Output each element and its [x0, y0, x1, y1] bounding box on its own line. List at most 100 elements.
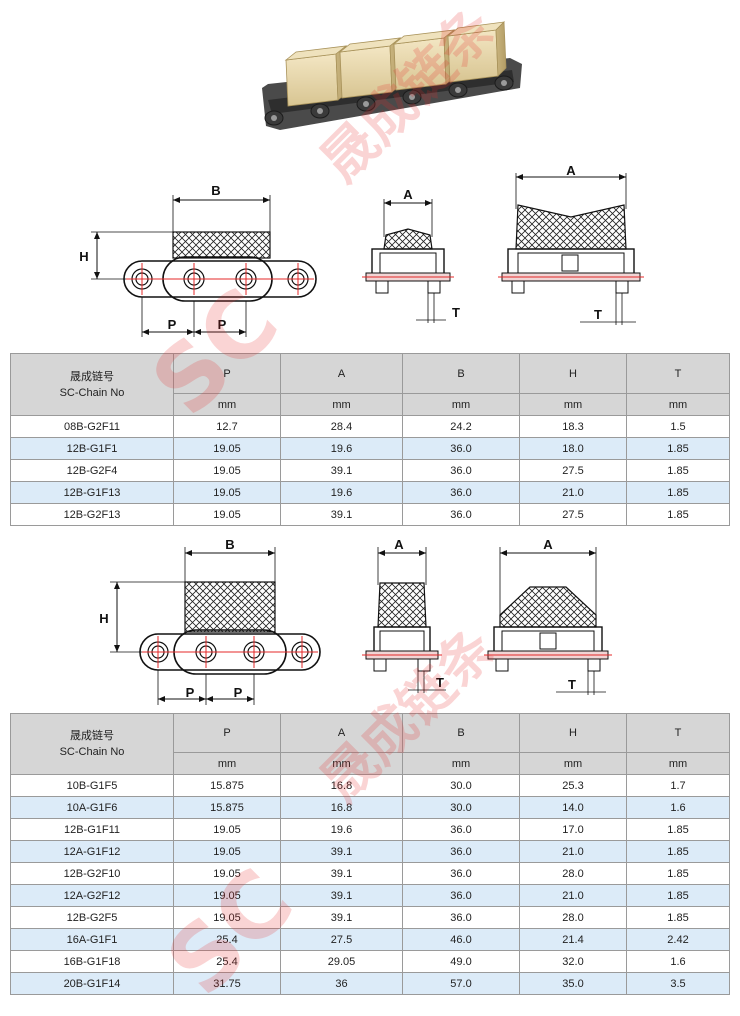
cell-value: 39.1 [280, 884, 403, 907]
diagram-2: B H P P A T [99, 537, 612, 705]
header-col: P [173, 713, 281, 753]
label-H: H [99, 611, 108, 626]
cell-value: 57.0 [402, 972, 520, 995]
front-view-narrow-2: A T [362, 537, 446, 693]
label-A: A [394, 537, 404, 552]
cell-value: 1.85 [626, 906, 730, 929]
cell-value: 19.6 [280, 818, 403, 841]
header-col: B [402, 353, 520, 394]
header-unit: mm [173, 393, 281, 416]
cell-chain-no: 12B-G2F5 [10, 906, 174, 929]
header-col: H [519, 353, 627, 394]
label-T: T [452, 305, 460, 320]
diagram-1: B H P P A T [79, 163, 644, 337]
cell-chain-no: 16A-G1F1 [10, 928, 174, 951]
cell-value: 27.5 [519, 503, 627, 526]
cell-value: 15.875 [173, 774, 281, 797]
cell-value: 18.3 [519, 415, 627, 438]
cell-value: 16.8 [280, 774, 403, 797]
spec-table-2: 晟成链号 SC-Chain No P A B H T mm mm mm mm m… [10, 713, 730, 995]
spec-table-1: 晟成链号 SC-Chain No P A B H T mm mm mm mm m… [10, 353, 730, 526]
cell-value: 28.0 [519, 906, 627, 929]
front-view-wide-2: A T [484, 537, 612, 695]
cell-value: 19.05 [173, 481, 281, 504]
header-col: A [280, 353, 403, 394]
label-T: T [594, 307, 602, 322]
header-col: B [402, 713, 520, 753]
cell-value: 16.8 [280, 796, 403, 819]
cell-chain-no: 12B-G2F4 [10, 459, 174, 482]
cell-value: 39.1 [280, 906, 403, 929]
cell-value: 2.42 [626, 928, 730, 951]
cell-value: 27.5 [280, 928, 403, 951]
cell-value: 19.05 [173, 818, 281, 841]
cell-value: 36.0 [402, 459, 520, 482]
label-P: P [168, 317, 177, 332]
cell-value: 1.6 [626, 796, 730, 819]
header-chain-no: 晟成链号 SC-Chain No [10, 353, 174, 416]
label-A: A [403, 187, 413, 202]
header-unit: mm [280, 393, 403, 416]
label-A: A [566, 163, 576, 178]
product-photo [262, 21, 522, 130]
cell-value: 1.7 [626, 774, 730, 797]
label-H: H [79, 249, 88, 264]
header-unit: mm [173, 752, 281, 775]
cell-value: 12.7 [173, 415, 281, 438]
cell-value: 36.0 [402, 862, 520, 885]
header-unit: mm [402, 752, 520, 775]
side-view-1: B H P P [79, 183, 317, 337]
header-col: H [519, 713, 627, 753]
cell-value: 19.6 [280, 437, 403, 460]
label-P: P [218, 317, 227, 332]
cell-value: 36.0 [402, 437, 520, 460]
header-col: T [626, 713, 730, 753]
cell-value: 18.0 [519, 437, 627, 460]
cell-value: 19.05 [173, 503, 281, 526]
label-B: B [211, 183, 220, 198]
cell-chain-no: 12B-G1F11 [10, 818, 174, 841]
cell-value: 1.85 [626, 862, 730, 885]
header-chain-no: 晟成链号 SC-Chain No [10, 713, 174, 775]
cell-chain-no: 10A-G1F6 [10, 796, 174, 819]
cell-value: 36.0 [402, 840, 520, 863]
cell-value: 19.05 [173, 906, 281, 929]
cell-value: 30.0 [402, 796, 520, 819]
cell-value: 1.5 [626, 415, 730, 438]
cell-value: 31.75 [173, 972, 281, 995]
cell-value: 36.0 [402, 818, 520, 841]
cell-chain-no: 12B-G2F13 [10, 503, 174, 526]
header-name-cn: 晟成链号 [70, 730, 114, 742]
cell-value: 21.4 [519, 928, 627, 951]
cell-value: 28.0 [519, 862, 627, 885]
cell-chain-no: 12A-G1F12 [10, 840, 174, 863]
cell-value: 29.05 [280, 950, 403, 973]
header-unit: mm [626, 752, 730, 775]
cell-value: 46.0 [402, 928, 520, 951]
cell-value: 1.85 [626, 481, 730, 504]
cell-value: 39.1 [280, 503, 403, 526]
header-col: A [280, 713, 403, 753]
cell-value: 35.0 [519, 972, 627, 995]
cell-value: 27.5 [519, 459, 627, 482]
cell-value: 1.85 [626, 884, 730, 907]
header-col: P [173, 353, 281, 394]
cell-value: 49.0 [402, 950, 520, 973]
cell-value: 1.85 [626, 437, 730, 460]
cell-value: 19.6 [280, 481, 403, 504]
cell-value: 28.4 [280, 415, 403, 438]
cell-value: 25.4 [173, 950, 281, 973]
cell-value: 25.3 [519, 774, 627, 797]
cell-chain-no: 16B-G1F18 [10, 950, 174, 973]
label-T: T [568, 677, 576, 692]
side-view-2: B H P P [99, 537, 321, 705]
cell-value: 1.85 [626, 840, 730, 863]
